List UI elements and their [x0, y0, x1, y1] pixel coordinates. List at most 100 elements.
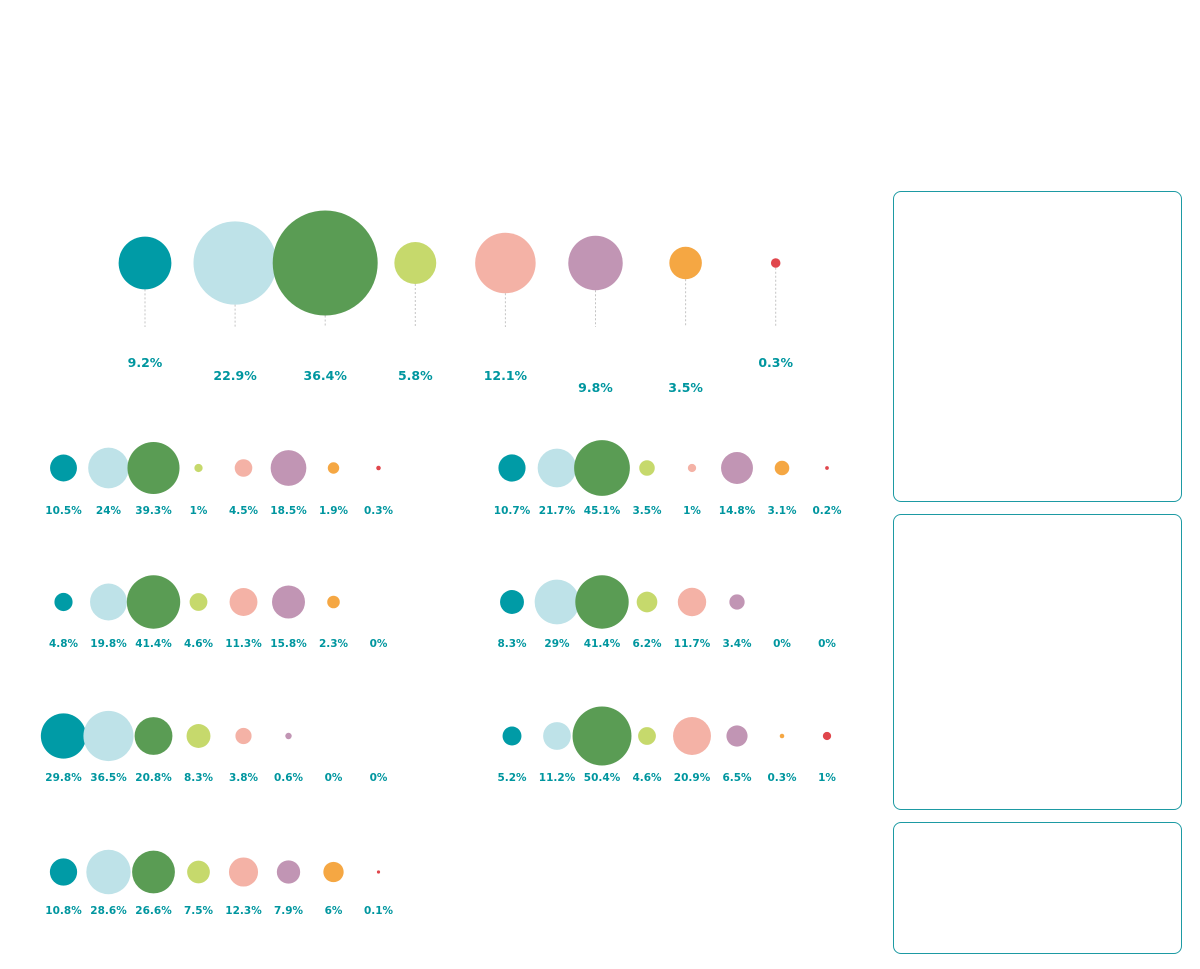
- bubble-value-label: 0%: [773, 638, 791, 650]
- bubble-value-label: 22.9%: [213, 368, 257, 383]
- bubble-value-label: 29%: [544, 638, 570, 650]
- bubble-value-label: 4.6%: [184, 638, 214, 650]
- bubble: [194, 463, 203, 473]
- side-panel-top: [893, 191, 1182, 502]
- bubble-value-label: 1%: [818, 772, 836, 784]
- bubble-value-label: 8.3%: [497, 638, 527, 650]
- bubble: [40, 713, 87, 759]
- bubble-value-label: 0.3%: [767, 772, 797, 784]
- bubble-group-8: 10.8%28.6%26.6%7.5%12.3%7.9%6%0.1%: [45, 849, 394, 917]
- bubble: [687, 463, 697, 473]
- bubble-value-label: 36.5%: [90, 772, 127, 784]
- bubble: [193, 221, 277, 305]
- bubble-value-label: 7.5%: [184, 905, 214, 917]
- bubble-value-label: 1%: [190, 505, 208, 517]
- bubble-value-label: 45.1%: [584, 505, 621, 517]
- bubble: [49, 858, 78, 886]
- bubble-value-label: 3.5%: [632, 505, 662, 517]
- bubble-value-label: 10.5%: [45, 505, 82, 517]
- bubble: [500, 590, 524, 614]
- bubble: [822, 731, 832, 741]
- bubble-value-label: 3.8%: [229, 772, 259, 784]
- bubble-group-6: 29.8%36.5%20.8%8.3%3.8%0.6%0%0%: [40, 710, 388, 784]
- bubble-value-label: 3.5%: [668, 380, 703, 395]
- bubble-value-label: 5.2%: [497, 772, 527, 784]
- bubble: [537, 448, 577, 488]
- bubble-value-label: 7.9%: [274, 905, 304, 917]
- bubble-value-label: 15.8%: [270, 638, 307, 650]
- bubble-value-label: 24%: [96, 505, 122, 517]
- bubble-value-label: 0.3%: [364, 505, 394, 517]
- bubble: [88, 447, 129, 489]
- bubble: [574, 440, 630, 496]
- bubble: [272, 585, 305, 619]
- bubble-value-label: 3.1%: [767, 505, 797, 517]
- bubble: [825, 466, 829, 470]
- bubble-value-label: 10.7%: [494, 505, 531, 517]
- bubble-value-label: 41.4%: [135, 638, 172, 650]
- bubble-value-label: 1.9%: [319, 505, 349, 517]
- bubble: [285, 732, 292, 740]
- bubble: [323, 861, 344, 883]
- bubble: [502, 726, 522, 746]
- bubble: [677, 587, 707, 617]
- bubble: [639, 460, 655, 476]
- bubble-value-label: 20.9%: [674, 772, 711, 784]
- bubble-value-label: 2.3%: [319, 638, 349, 650]
- side-panel-bottom: [893, 822, 1182, 954]
- bubble: [132, 850, 175, 894]
- bubble: [376, 465, 381, 471]
- bubble: [779, 733, 785, 739]
- bubble: [669, 246, 702, 280]
- bubble-value-label: 39.3%: [135, 505, 172, 517]
- bubble: [189, 593, 208, 611]
- bubble-value-label: 28.6%: [90, 905, 127, 917]
- bubble-group-3: 10.7%21.7%45.1%3.5%1%14.8%3.1%0.2%: [494, 440, 842, 517]
- bubble-value-label: 18.5%: [270, 505, 307, 517]
- bubble: [673, 717, 711, 755]
- bubble-value-label: 4.5%: [229, 505, 259, 517]
- bubble: [327, 595, 340, 609]
- bubble: [575, 575, 629, 629]
- bubble: [229, 588, 258, 616]
- bubble-value-label: 29.8%: [45, 772, 82, 784]
- bubble-value-label: 20.8%: [135, 772, 172, 784]
- bubble: [86, 849, 131, 895]
- bubble: [276, 860, 301, 884]
- bubble-group-4: 4.8% 19.8% 41.4% 4.6% 11.3% 15.8% 2.3% 0%: [49, 575, 388, 650]
- bubble: [235, 727, 252, 745]
- bubble-value-label: 11.3%: [225, 638, 262, 650]
- bubble: [90, 583, 127, 621]
- bubble-value-label: 36.4%: [304, 368, 348, 383]
- bubble: [572, 706, 632, 766]
- bubble: [272, 210, 378, 316]
- bubble-value-label: 14.8%: [719, 505, 756, 517]
- bubble-group-5: 8.3%29%41.4%6.2%11.7%3.4%0%0%: [497, 575, 836, 650]
- bubble: [118, 236, 172, 290]
- bubble: [270, 450, 307, 486]
- bubble: [721, 452, 753, 484]
- bubble-value-label: 0.1%: [364, 905, 394, 917]
- bubble: [726, 725, 748, 747]
- bubble-value-label: 19.8%: [90, 638, 127, 650]
- bubble-value-label: 0%: [370, 772, 388, 784]
- bubble-value-label: 0.3%: [758, 355, 793, 370]
- bubble: [543, 722, 571, 750]
- bubble-value-label: 21.7%: [539, 505, 576, 517]
- bubble-value-label: 11.2%: [539, 772, 576, 784]
- bubble: [394, 242, 437, 284]
- bubble: [729, 594, 745, 610]
- bubble-value-label: 50.4%: [584, 772, 621, 784]
- bubble-value-label: 0.2%: [812, 505, 842, 517]
- bubble: [83, 710, 134, 762]
- bubble: [534, 579, 580, 625]
- bubble: [187, 860, 210, 884]
- bubble: [376, 870, 381, 874]
- bubble-value-label: 11.7%: [674, 638, 711, 650]
- bubble-value-label: 0.6%: [274, 772, 304, 784]
- bubble-value-label: 0%: [370, 638, 388, 650]
- bubble: [54, 592, 73, 612]
- bubble-value-label: 10.8%: [45, 905, 82, 917]
- bubble: [638, 727, 656, 745]
- bubble-value-label: 4.8%: [49, 638, 79, 650]
